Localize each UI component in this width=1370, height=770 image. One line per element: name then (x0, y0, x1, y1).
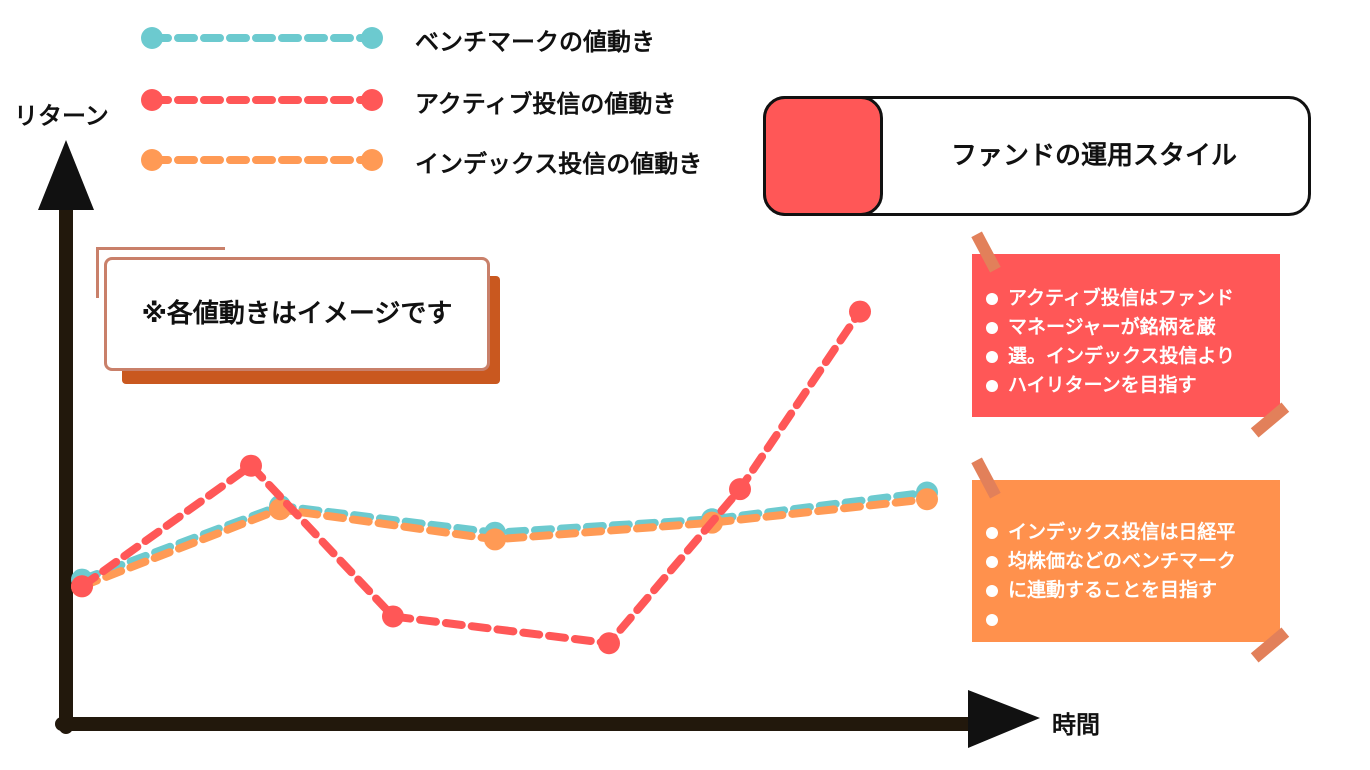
data-point (484, 528, 506, 551)
data-point (240, 454, 262, 477)
legend-swatch-index (141, 149, 383, 171)
fund-style-swatch (763, 96, 883, 216)
data-point (598, 632, 620, 655)
data-point (849, 300, 871, 323)
index-fund-card: インデックス投信は日経平 均株価などのベンチマーク に連動することを目指す (972, 480, 1280, 642)
note-accent-line (96, 247, 225, 298)
active-card-line: アクティブ投信はファンド (986, 284, 1235, 313)
index-card-line: 均株価などのベンチマーク (986, 547, 1236, 576)
active-fund-card: アクティブ投信はファンド マネージャーが銘柄を厳 選。インデックス投信より ハイ… (972, 254, 1280, 417)
data-point (729, 478, 751, 501)
note-text: ※各値動きはイメージです (141, 299, 453, 329)
index-card-line: に連動することを目指す (986, 576, 1236, 605)
x-axis-arrowhead (968, 690, 1040, 748)
active-card-line: 選。インデックス投信より (986, 342, 1235, 371)
series-layer (71, 300, 938, 655)
legend-label-active: アクティブ投信の値動き (415, 90, 677, 118)
active-card-line: マネージャーが銘柄を厳 (986, 313, 1235, 342)
legend-label-benchmark: ベンチマークの値動き (415, 28, 655, 56)
legend-swatch-benchmark (141, 27, 383, 49)
data-point (916, 488, 938, 511)
data-point (71, 575, 93, 598)
series-line (78, 307, 864, 648)
index-card-line: インデックス投信は日経平 (986, 518, 1236, 547)
x-axis-label: 時間 (1052, 711, 1100, 739)
legend-label-index: インデックス投信の値動き (415, 150, 703, 178)
active-card-line: ハイリターンを目指す (986, 371, 1235, 400)
note-box (104, 257, 490, 371)
y-axis-arrowhead (38, 140, 94, 210)
fund-style-title: ファンドの運用スタイル (950, 141, 1237, 171)
legend-swatch-active (141, 89, 383, 111)
y-axis-label: リターン (14, 102, 109, 130)
index-card-line (986, 605, 1236, 634)
data-point (382, 605, 404, 628)
